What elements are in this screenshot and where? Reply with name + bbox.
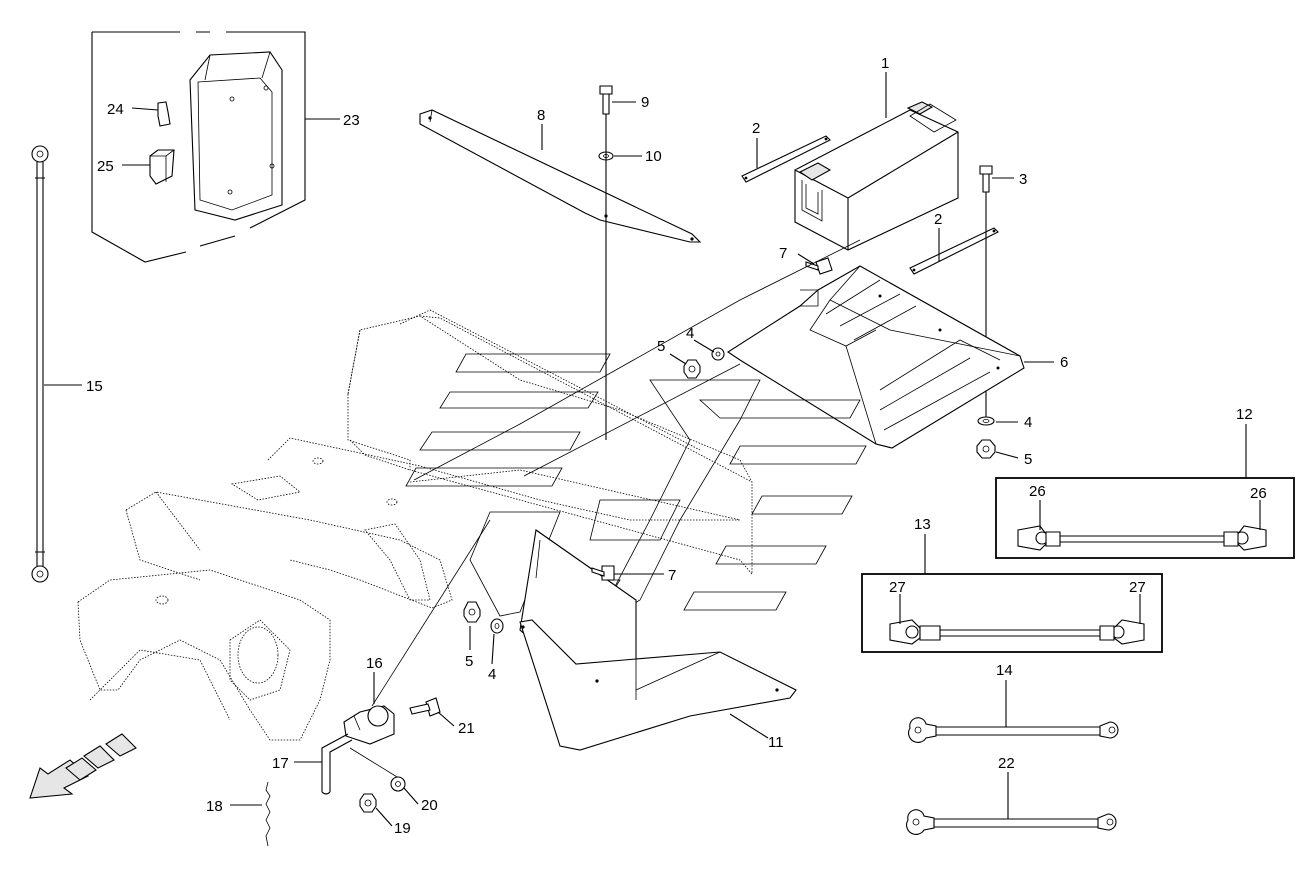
mount-line — [413, 239, 861, 481]
callout-4a: 4 — [686, 325, 694, 342]
callout-27a: 27 — [889, 579, 906, 596]
callout-26b: 26 — [1250, 485, 1267, 502]
cable-tie-18 — [265, 781, 271, 847]
washer-4b — [490, 618, 504, 634]
callout-22: 22 — [998, 755, 1015, 772]
callout-14: 14 — [996, 662, 1013, 679]
washer-20 — [390, 776, 406, 792]
switch-16 — [343, 705, 395, 745]
strap-2b — [909, 227, 999, 275]
cable-kit-box-12 — [995, 477, 1295, 559]
bolt-21 — [409, 697, 441, 717]
callout-15: 15 — [86, 378, 103, 395]
callout-16: 16 — [366, 655, 383, 672]
callout-13: 13 — [914, 516, 931, 533]
cable-kit-box-13 — [861, 573, 1163, 653]
bracket-11 — [519, 529, 797, 751]
bolt-9 — [599, 85, 613, 115]
callout-19: 19 — [394, 820, 411, 837]
callout-7a: 7 — [779, 245, 787, 262]
callout-7b: 7 — [668, 567, 676, 584]
control-box — [189, 51, 283, 221]
callout-21: 21 — [458, 720, 475, 737]
callout-23: 23 — [343, 112, 360, 129]
mount-line-2 — [523, 363, 741, 477]
fastener-line — [349, 747, 403, 781]
callout-3: 3 — [1019, 171, 1027, 188]
callout-24: 24 — [107, 101, 124, 118]
bolt-7a — [805, 257, 833, 275]
callout-6: 6 — [1060, 354, 1068, 371]
direction-arrow — [29, 733, 137, 799]
callout-1: 1 — [881, 55, 889, 72]
battery-cable-13 — [889, 619, 1145, 645]
battery-tray-6 — [726, 265, 1025, 449]
battery-1 — [794, 101, 959, 251]
callout-5c: 5 — [1024, 451, 1032, 468]
clip-24 — [157, 101, 171, 127]
callout-9: 9 — [641, 94, 649, 111]
callout-4b: 4 — [488, 666, 496, 683]
nut-19 — [359, 793, 377, 813]
ground-cable-14 — [908, 717, 1119, 743]
callout-4c: 4 — [1024, 414, 1032, 431]
washer-4c — [977, 416, 995, 426]
callout-17: 17 — [272, 755, 289, 772]
strap-2a — [741, 135, 831, 183]
leader-lines — [44, 72, 1261, 827]
kit-box-23 — [91, 31, 306, 263]
callout-25: 25 — [97, 158, 114, 175]
callout-27b: 27 — [1129, 579, 1146, 596]
callout-18: 18 — [206, 798, 223, 815]
callout-8: 8 — [537, 107, 545, 124]
callout-26a: 26 — [1029, 483, 1046, 500]
switch-leader — [371, 519, 491, 707]
callout-10: 10 — [645, 148, 662, 165]
callout-12: 12 — [1236, 406, 1253, 423]
callout-2b: 2 — [934, 211, 942, 228]
callout-5b: 5 — [465, 653, 473, 670]
washer-4a — [711, 347, 725, 361]
callout-20: 20 — [421, 797, 438, 814]
battery-cable-12 — [1017, 525, 1267, 551]
nut-5a — [683, 359, 701, 379]
callout-2a: 2 — [752, 120, 760, 137]
callout-5a: 5 — [657, 338, 665, 355]
cable-15 — [31, 145, 49, 583]
tube-17 — [321, 733, 353, 795]
cover-plate-8 — [419, 109, 702, 243]
nut-5c — [976, 439, 996, 459]
callout-11: 11 — [768, 734, 784, 751]
bolt-7b — [591, 565, 615, 581]
nut-5b — [463, 601, 481, 623]
relay-25 — [149, 149, 175, 185]
ground-cable-22 — [906, 809, 1117, 835]
